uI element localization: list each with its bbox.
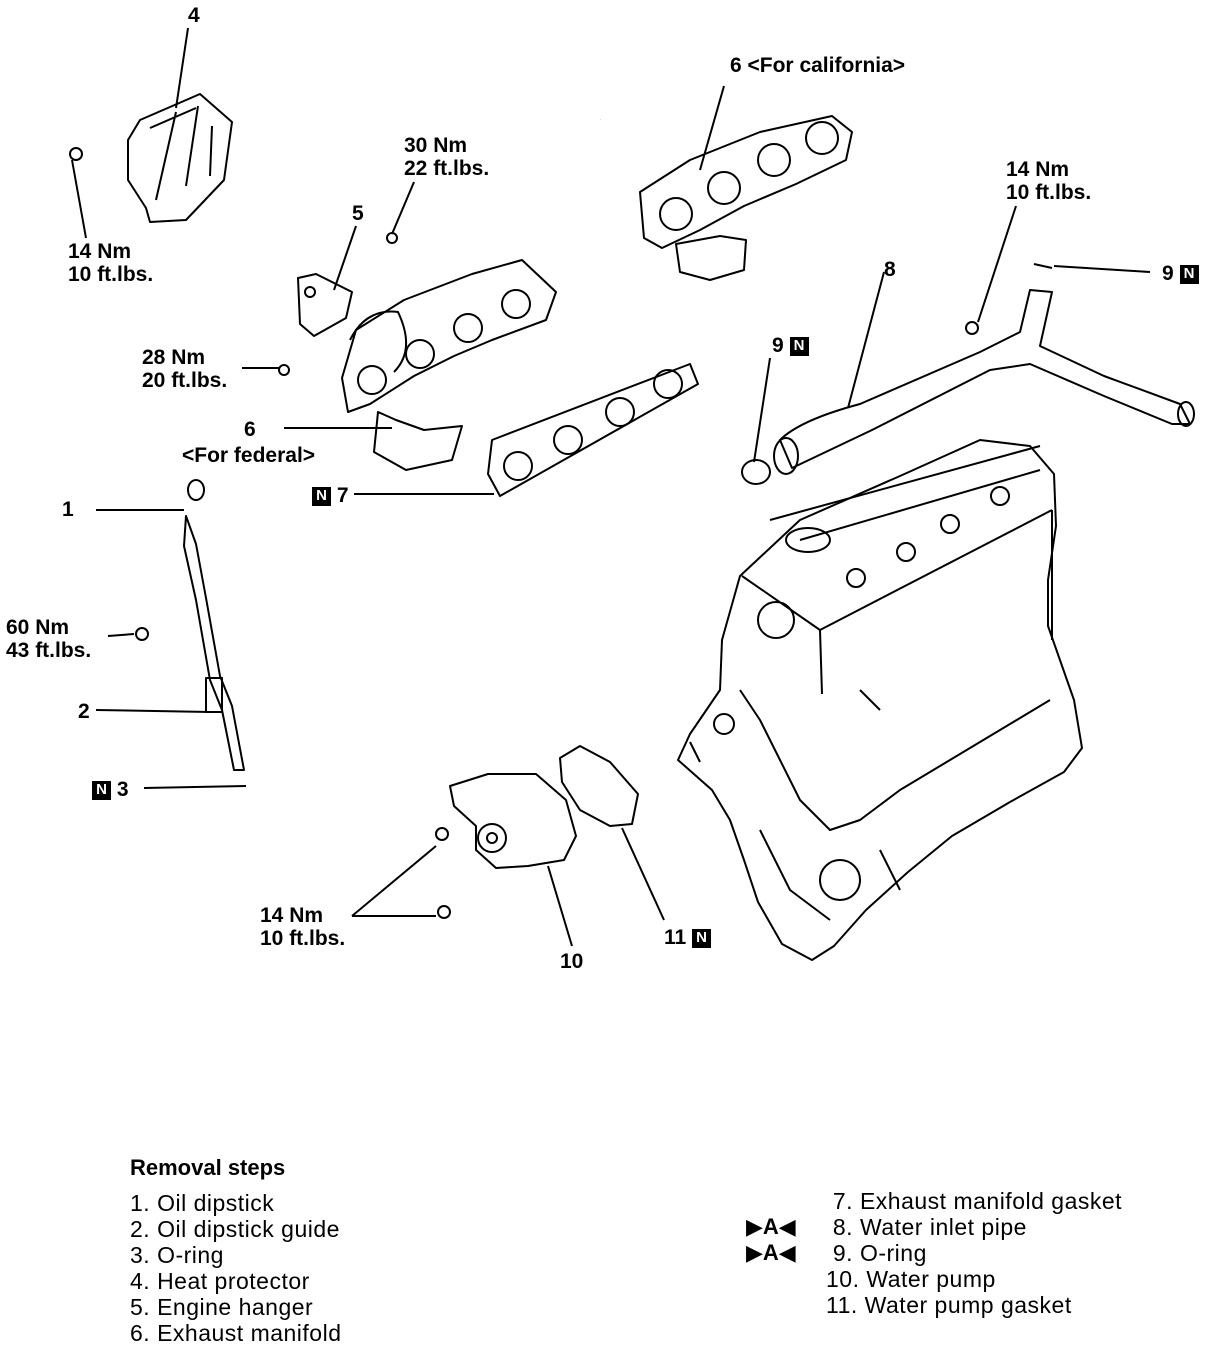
step-3: 3. O-ring (130, 1242, 224, 1268)
step-2: 2. Oil dipstick guide (130, 1216, 340, 1242)
new-part-badge: N (692, 929, 712, 948)
marker-step-9: ▶A◀ (746, 1240, 796, 1265)
step-11: 11. Water pump gasket (826, 1292, 1072, 1318)
leader-4 (175, 27, 189, 109)
o-ring-9a (741, 459, 771, 485)
label-1: 1 (62, 498, 74, 521)
leader-8 (847, 271, 885, 409)
water-pump (449, 773, 577, 869)
torque-4-nm: 14 Nm (68, 240, 132, 263)
removal-steps-title: Removal steps (130, 1155, 286, 1180)
heat-protector (127, 93, 233, 223)
new-part-badge: N (312, 487, 331, 506)
torque-2-ftlbs: 43 ft.lbs. (6, 639, 92, 662)
leader-2-bolt (107, 633, 135, 637)
exhaust-manifold-gasket (487, 363, 699, 497)
step-10: 10. Water pump (826, 1266, 996, 1292)
leader-10 (547, 865, 573, 947)
step-8: 8. Water inlet pipe (826, 1214, 1027, 1240)
torque-5-nm: 30 Nm (404, 134, 468, 157)
leader-2 (95, 709, 211, 713)
step-1: 1. Oil dipstick (130, 1190, 275, 1216)
leader-4-bolt (71, 159, 87, 239)
water-pump-gasket (559, 745, 639, 827)
leader-9b (1053, 265, 1151, 273)
label-9b: 9 N (1162, 262, 1199, 286)
torque-6-ftlbs: 20 ft.lbs. (142, 369, 228, 392)
oil-dipstick-handle (187, 479, 205, 501)
label-6-federal: <For federal> (182, 444, 316, 467)
step-7: 7. Exhaust manifold gasket (826, 1188, 1123, 1214)
new-part-badge: N (92, 781, 111, 800)
label-11: 11 N (664, 926, 712, 950)
exhaust-manifold-california (639, 115, 853, 249)
new-part-badge: N (1179, 265, 1199, 284)
step-4: 4. Heat protector (130, 1268, 310, 1294)
torque-8-nm: 14 Nm (1006, 158, 1070, 181)
svg-text:.: . (600, 116, 601, 121)
label-10: 10 (560, 950, 584, 973)
torque-6-nm: 28 Nm (142, 346, 206, 369)
label-6-california: 6 <For california> (730, 54, 906, 77)
label-4: 4 (188, 4, 200, 27)
leader-3 (143, 785, 247, 789)
torque-10-ftlbs: 10 ft.lbs. (260, 927, 346, 950)
engine-hanger (297, 273, 353, 337)
water-inlet-pipe (779, 289, 1191, 469)
o-ring-9b (1033, 263, 1053, 269)
exhaust-manifold-federal (341, 259, 557, 413)
torque-2-nm: 60 Nm (6, 616, 70, 639)
torque-5-ftlbs: 22 ft.lbs. (404, 157, 490, 180)
torque-10-nm: 14 Nm (260, 904, 324, 927)
label-2: 2 (78, 700, 90, 723)
label-9a: 9 N (772, 334, 809, 358)
oil-dipstick-guide (183, 515, 245, 771)
label-3: N 3 (92, 778, 129, 802)
label-8: 8 (884, 258, 896, 281)
step-9: 9. O-ring (826, 1240, 927, 1266)
leader-5-nut (391, 181, 415, 235)
step-6: 6. Exhaust manifold (130, 1320, 342, 1346)
label-7: N 7 (312, 484, 349, 508)
torque-4-ftlbs: 10 ft.lbs. (68, 263, 154, 286)
label-5: 5 (352, 202, 364, 225)
engine-block (677, 439, 1083, 961)
label-6-federal-num: 6 (244, 418, 256, 441)
marker-step-8: ▶A◀ (746, 1214, 796, 1239)
new-part-badge: N (789, 337, 809, 356)
leader-8-bolt (977, 205, 1017, 323)
step-5: 5. Engine hanger (130, 1294, 314, 1320)
leader-9a (753, 357, 771, 463)
leader-6cal (699, 85, 725, 171)
leader-10-a (351, 845, 437, 917)
leader-5 (333, 225, 357, 291)
leader-11 (621, 827, 665, 921)
torque-8-ftlbs: 10 ft.lbs. (1006, 181, 1092, 204)
